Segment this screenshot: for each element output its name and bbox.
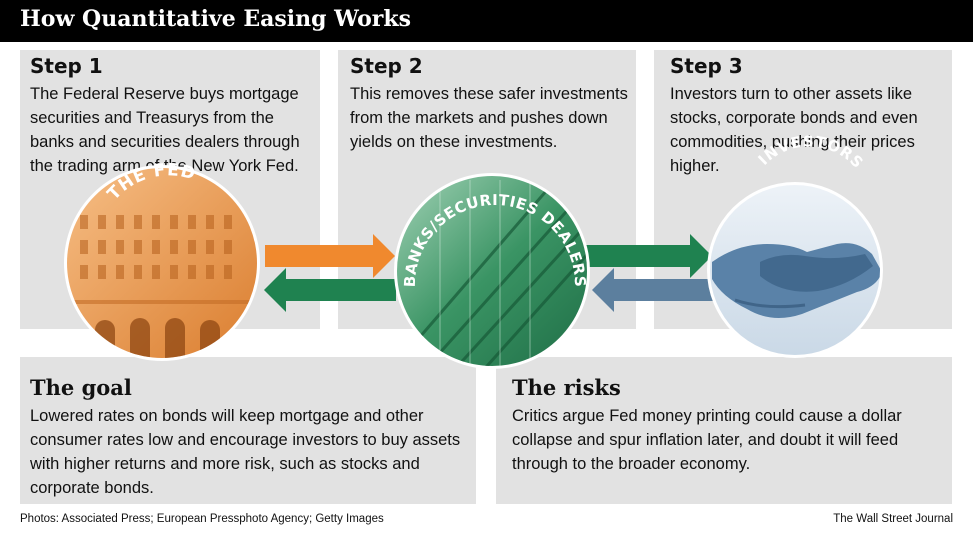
- step2-title: Step 2: [350, 54, 423, 78]
- fed-circle: THE FED: [64, 160, 260, 361]
- step2-text: This removes these safer investments fro…: [350, 85, 628, 151]
- banks-to-investors-arrow: [586, 234, 712, 278]
- photo-credits: Photos: Associated Press; European Press…: [20, 513, 384, 525]
- investors-circle: INVESTORS: [707, 132, 883, 358]
- goal-panel: [20, 357, 476, 504]
- step1-text: The Federal Reserve buys mortgage securi…: [30, 85, 300, 175]
- step3-title: Step 3: [670, 54, 743, 78]
- title-bar: How Quantitative Easing Works: [0, 0, 973, 42]
- risks-title: The risks: [512, 375, 621, 400]
- banks-circle: BANKS/SECURITIES DEALERS: [394, 173, 590, 369]
- risks-panel: [496, 357, 952, 504]
- fed-building-photo: [67, 168, 257, 358]
- fed-to-banks-arrow: [265, 234, 395, 278]
- investors-label: INVESTORS: [754, 132, 866, 172]
- banks-to-fed-arrow: [264, 268, 396, 312]
- source-credit: The Wall Street Journal: [833, 513, 953, 525]
- bank-building-photo: [397, 176, 587, 366]
- step3-text: Investors turn to other assets like stoc…: [670, 85, 918, 175]
- investors-to-banks-arrow: [592, 268, 714, 312]
- goal-title: The goal: [30, 375, 132, 400]
- goal-text: Lowered rates on bonds will keep mortgag…: [30, 407, 461, 497]
- handshake-photo: [710, 185, 880, 355]
- svg-text:INVESTORS: INVESTORS: [754, 132, 867, 172]
- step1-title: Step 1: [30, 54, 103, 78]
- risks-text: Critics argue Fed money printing could c…: [512, 407, 902, 473]
- page-title: How Quantitative Easing Works: [20, 6, 411, 32]
